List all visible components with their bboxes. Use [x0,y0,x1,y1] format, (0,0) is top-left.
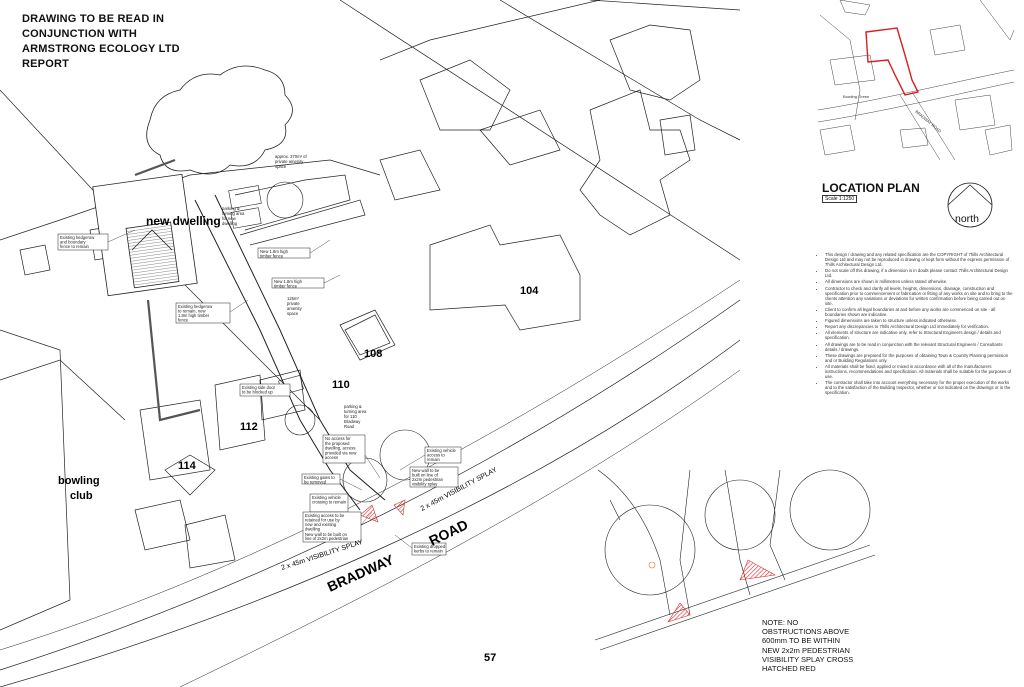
note-gates: Existing gates to be removed [304,475,336,485]
location-map-label: Bowling Green [843,94,869,99]
label-club: club [70,490,93,502]
label-new-dwelling: new dwelling [146,214,221,228]
note-amenity-370: approx. 370m² of private amenity space [275,154,308,169]
detail-note-line: 600mm TO BE WITHIN [762,636,841,646]
detail-note-line: NOTE: NO [762,618,799,627]
tree-canopy [146,65,293,175]
house-number-110: 110 [332,379,350,391]
tree [266,181,304,219]
note-vehicle-access-2: Existing vehicle crossing to remain [312,495,347,505]
tree [342,457,388,503]
note-fence-1: New 1.8m high timber fence [260,249,289,259]
house-number-108: 108 [364,348,382,360]
road-edge-south [0,339,741,687]
kerb-line [179,369,741,687]
location-plan-scale: Scale 1:1250 [822,195,858,203]
note-item: All dimensions are shown in millimetres … [825,279,1014,284]
visibility-splay-hatch [393,499,406,516]
header-line: ARMSTRONG ECOLOGY LTD [22,43,180,55]
note-item: These drawings are prepared for the purp… [825,353,1014,363]
building-108 [339,309,396,361]
bowling-club-boundary [0,329,71,631]
note-parking: parking & turning area for new dwelling [222,206,246,226]
note-item: Figured dimensions are taken to structur… [825,318,1014,323]
note-no-access: No access for the proposed dwelling, acc… [325,436,358,460]
note-fence-2: New 1.8m high timber fence [274,279,303,289]
detail-note-line: HATCHED RED [762,664,816,674]
note-item: All elements of structure are indicative… [825,330,1014,340]
house-number-112: 112 [240,421,258,433]
location-plan-title: LOCATION PLAN [822,181,920,195]
note-hedge-lower: Existing hedgerow to remain, new 1.8m hi… [178,304,213,323]
note-dropped-kerb: Existing dropped kerbs to remain [414,544,446,554]
access-driveway [194,199,361,511]
note-item: Do not scale off this drawing, if a dime… [825,268,1014,278]
note-side-door: Existing side door to be blocked up [242,385,276,395]
location-plan-site-outline [865,27,920,96]
general-notes: This design / drawing and any related sp… [818,252,1014,396]
building-104 [429,224,581,331]
building-112 [214,374,266,451]
north-arrow-icon [947,182,993,228]
note-item: Contractor to check and clarify all leve… [825,286,1014,306]
note-vehicle-access: Existing vehicle access to remain [427,448,457,462]
note-item: Client to confirm all legal boundaries a… [825,307,1014,317]
visibility-splay-hatch [359,504,379,523]
pavement-line [0,279,741,651]
label-bowling: bowling [58,475,100,487]
house-number-104: 104 [520,285,539,297]
header-line: DRAWING TO BE READ IN [22,13,165,25]
note-item: All materials shall be fixed, applied or… [825,364,1014,379]
detail-note-line: NEW 2x2m PEDESTRIAN [762,645,850,655]
hedgerow [146,299,201,422]
header-line: REPORT [22,58,70,70]
note-item: Report any discrepancies to 7hills Archi… [825,324,1014,329]
house-number-57: 57 [484,652,496,664]
note-new-wall-2: New wall to be built on line of 2x2m ped… [305,532,349,541]
tree-marker-icon [648,561,656,569]
note-amenity-125: 125m² private amenity space [287,296,303,316]
header-line: CONJUNCTION WITH [22,28,138,40]
plot-boundary [0,159,381,241]
detail-splay-hatch [667,602,691,623]
note-hedge-left: Existing hedgerow and boundary fence to … [60,235,95,249]
location-map-label: BRADWAY ROAD [914,109,942,134]
note-item: The contractor shall take into account e… [825,380,1014,395]
detail-note-line: OBSTRUCTIONS ABOVE [762,627,850,637]
house-number-114: 114 [178,460,197,472]
location-plan-map [817,0,1015,161]
building-114 [139,399,211,481]
note-new-wall: New wall to be built on line of 2x2m ped… [412,468,444,487]
notes-list: This design / drawing and any related sp… [818,252,1014,395]
detail-note-line: VISIBILITY SPLAY CROSS [762,654,854,664]
detail-splay-hatch [739,559,776,581]
note-item: This design / drawing and any related sp… [825,252,1014,267]
new-dwelling-building [92,173,198,297]
note-parking-110: parking & turning area for 110 Bradway R… [344,404,368,429]
drawing-header: DRAWING TO BE READ IN CONJUNCTION WITH A… [22,12,180,72]
detail-view [594,469,876,651]
building-north-large [579,89,691,236]
note-access-retained: Existing access to be retained for use b… [305,513,346,532]
note-item: All drawings are to be read in conjuncti… [825,342,1014,352]
north-label: north [955,213,979,225]
detail-note: NOTE: NO OBSTRUCTIONS ABOVE 600mm TO BE … [762,618,862,673]
